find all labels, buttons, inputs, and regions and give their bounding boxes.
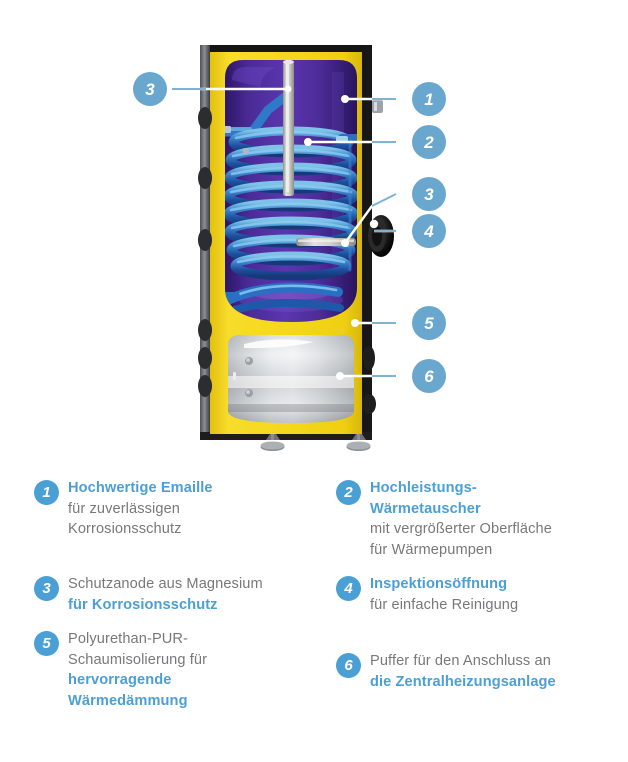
- buffer-tank: [228, 335, 354, 423]
- water-heater-diagram: 3 1 2 3 4 5 6: [133, 45, 446, 451]
- callout-leader-lines: [172, 87, 397, 378]
- legend-line: hervorragende: [68, 672, 172, 688]
- legend-badge-4: 4: [336, 576, 361, 601]
- callout-3-right[interactable]: 3: [412, 177, 446, 211]
- magnesium-anode-lower: [296, 238, 356, 246]
- legend-line: für zuverlässigen: [68, 500, 181, 517]
- legend-item-6[interactable]: 6 Puffer für den Anschluss an die Zentra…: [336, 629, 610, 711]
- legend-text-3: Schutzanode aus Magnesium für Korrosions…: [68, 574, 263, 615]
- left-side-ports: [198, 107, 212, 397]
- legend-text-4: Inspektionsöffnung für einfache Reinigun…: [370, 574, 518, 615]
- lower-right-port: [362, 346, 376, 414]
- adjustable-feet: [260, 434, 371, 451]
- legend-badge-5: 5: [34, 631, 59, 656]
- callout-3-right-label: 3: [424, 185, 434, 204]
- legend-item-2[interactable]: 2 Hochleistungs- Wärmetauscher mit vergr…: [336, 478, 610, 560]
- legend-line: Hochleistungs-: [370, 480, 477, 496]
- legend-text-2: Hochleistungs- Wärmetauscher mit vergröß…: [370, 478, 552, 560]
- legend-line: Wärmetauscher: [370, 500, 481, 517]
- callout-4-label: 4: [423, 222, 434, 241]
- legend-line: mit vergrößerter Oberfläche: [370, 521, 552, 537]
- legend-line: Hochwertige Emaille: [68, 480, 213, 496]
- legend-line: Inspektionsöffnung: [370, 576, 508, 592]
- legend-badge-1: 1: [34, 480, 59, 505]
- legend-badge-6: 6: [336, 653, 361, 678]
- legend-line: die Zentralheizungsanlage: [370, 673, 556, 690]
- legend-item-5[interactable]: 5 Polyurethan-PUR- Schaumisolierung für …: [34, 629, 322, 711]
- right-side-fittings: [372, 100, 383, 113]
- legend-item-4[interactable]: 4 Inspektionsöffnung für einfache Reinig…: [336, 574, 610, 615]
- callout-6-label: 6: [424, 367, 434, 386]
- callout-2-label: 2: [423, 133, 434, 152]
- callout-6[interactable]: 6: [412, 359, 446, 393]
- legend-line: für einfache Reinigung: [370, 596, 519, 613]
- callout-1-label: 1: [424, 90, 433, 109]
- inspection-flange: [368, 215, 394, 257]
- legend-item-3[interactable]: 3 Schutzanode aus Magnesium für Korrosio…: [34, 574, 322, 615]
- legend-line: Polyurethan-PUR-: [68, 631, 189, 647]
- legend-line: Wärmedämmung: [68, 692, 188, 709]
- legend-line: Schaumisolierung für: [68, 651, 208, 668]
- callout-3-left-label: 3: [145, 80, 155, 99]
- callout-5-label: 5: [424, 314, 434, 333]
- callout-4[interactable]: 4: [412, 214, 446, 248]
- legend-text-1: Hochwertige Emaille für zuverlässigen Ko…: [68, 478, 213, 540]
- callout-3-left[interactable]: 3: [133, 72, 167, 106]
- legend-line: Schutzanode aus Magnesium: [68, 576, 263, 592]
- feature-legend: 1 Hochwertige Emaille für zuverlässigen …: [0, 470, 628, 762]
- legend-line: für Wärmepumpen: [370, 541, 493, 558]
- legend-item-1[interactable]: 1 Hochwertige Emaille für zuverlässigen …: [34, 478, 322, 560]
- legend-line: Korrosionsschutz: [68, 521, 182, 537]
- callout-anchor-dots: [284, 85, 359, 380]
- callout-5[interactable]: 5: [412, 306, 446, 340]
- callout-2[interactable]: 2: [412, 125, 446, 159]
- magnesium-anode-rod: [283, 59, 294, 196]
- legend-text-5: Polyurethan-PUR- Schaumisolierung für he…: [68, 629, 207, 711]
- legend-badge-3: 3: [34, 576, 59, 601]
- legend-line: für Korrosionsschutz: [68, 596, 218, 613]
- callout-1[interactable]: 1: [412, 82, 446, 116]
- legend-text-6: Puffer für den Anschluss an die Zentralh…: [370, 651, 556, 692]
- legend-badge-2: 2: [336, 480, 361, 505]
- legend-line: Puffer für den Anschluss an: [370, 653, 551, 669]
